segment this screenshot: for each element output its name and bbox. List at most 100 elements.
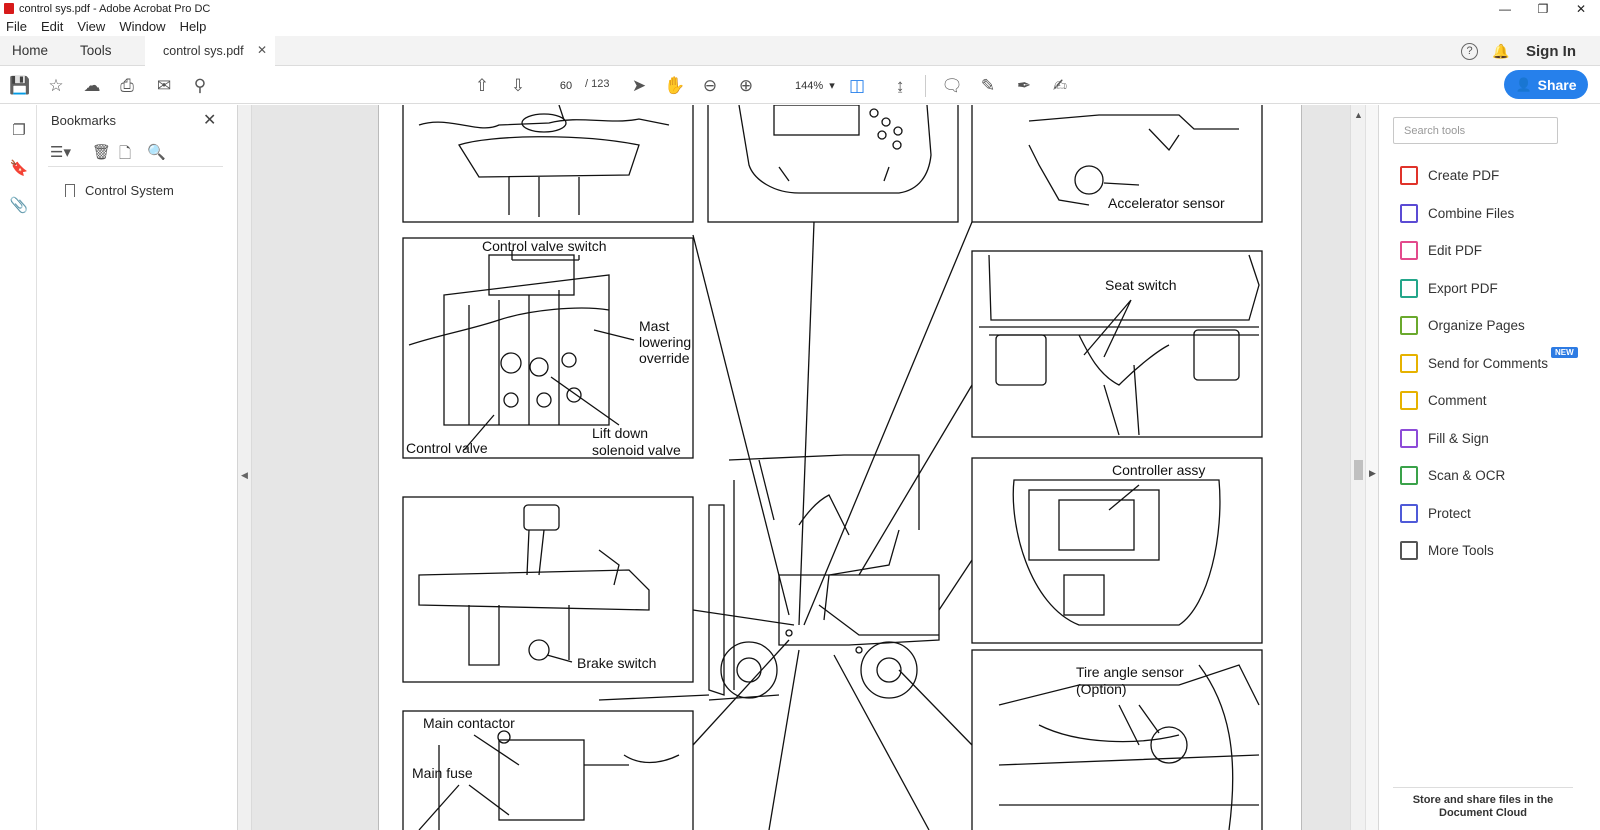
document-cloud-message: Store and share files in the Document Cl… (1393, 787, 1573, 820)
zoom-in-icon[interactable]: ⊕ (738, 76, 754, 95)
fit-page-icon[interactable]: ◫ (848, 76, 866, 95)
new-bookmark-icon[interactable]: 🗋 (119, 145, 132, 162)
save-icon[interactable]: 💾 (9, 76, 31, 95)
menu-view[interactable]: View (77, 19, 106, 34)
search-tools-input[interactable]: Search tools (1393, 117, 1558, 144)
bookmarks-icon[interactable]: 🔖 (9, 160, 29, 177)
label-main-contactor: Main contactor (423, 715, 515, 731)
tool-organize-pages[interactable]: Organize Pages (1400, 313, 1525, 337)
tool-label: Combine Files (1428, 205, 1515, 221)
bookmark-star-icon[interactable]: ☆ (48, 76, 64, 95)
find-icon[interactable]: ⚲ (193, 76, 207, 95)
tool-label: Send for Comments (1428, 355, 1549, 371)
label-seat-switch: Seat switch (1105, 277, 1177, 293)
close-tab-icon[interactable]: ✕ (256, 43, 267, 57)
collapse-tools-pane-handle[interactable]: ▶ (1365, 105, 1379, 830)
document-viewport[interactable]: Accelerator sensor Control valve switch … (252, 105, 1350, 830)
help-icon[interactable]: ? (1461, 42, 1478, 60)
label-lift-down-line2: solenoid valve (592, 442, 681, 458)
menu-edit[interactable]: Edit (40, 19, 64, 34)
fill-sign-tool-icon[interactable]: ✍ (1052, 76, 1068, 95)
tool-send-comments[interactable]: Send for Comments (1400, 351, 1548, 375)
upload-cloud-icon[interactable]: ☁ (83, 76, 101, 95)
toolbar-divider (925, 75, 926, 97)
more-tools-icon (1400, 540, 1418, 560)
accelerator-panel (971, 105, 1263, 223)
attachments-icon[interactable]: 📎 (9, 197, 29, 214)
select-cursor-icon[interactable]: ➤ (631, 76, 647, 95)
draw-sign-icon[interactable]: ✒ (1016, 76, 1032, 95)
tab-tools[interactable]: Tools (80, 43, 112, 58)
send-comments-icon (1400, 353, 1418, 373)
tool-label: Edit PDF (1428, 242, 1483, 258)
hand-tool-icon[interactable]: ✋ (664, 76, 686, 95)
tool-export-pdf[interactable]: Export PDF (1400, 276, 1498, 300)
edit-pdf-icon (1400, 240, 1418, 260)
delete-bookmark-icon[interactable]: 🗑 (92, 144, 112, 161)
sign-in-button[interactable]: Sign In (1526, 42, 1576, 60)
page-thumbnails-icon[interactable]: ❐ (12, 122, 26, 139)
highlight-pen-icon[interactable]: ✎ (980, 76, 996, 95)
pdf-page: Accelerator sensor Control valve switch … (378, 105, 1302, 830)
close-panel-icon[interactable]: ✕ (203, 112, 217, 129)
scroll-up-icon[interactable]: ▲ (1354, 110, 1363, 120)
combine-files-icon (1400, 203, 1418, 223)
bookmark-options-icon[interactable]: ☰▾ (50, 144, 71, 161)
zoom-level-value: 144% (795, 79, 824, 92)
menu-help[interactable]: Help (179, 19, 207, 34)
tab-document[interactable]: control sys.pdf ✕ (145, 36, 275, 66)
tool-create-pdf[interactable]: Create PDF (1400, 163, 1499, 187)
label-mast-lowering-line2: lowering (639, 334, 691, 350)
tool-comment[interactable]: Comment (1400, 388, 1487, 412)
label-control-valve: Control valve (406, 440, 488, 456)
find-bookmark-icon[interactable]: 🔍 (147, 144, 166, 161)
close-window-button[interactable]: ✕ (1575, 1, 1587, 16)
tool-scan-ocr[interactable]: Scan & OCR (1400, 463, 1505, 487)
person-add-icon: 👤 (1515, 76, 1532, 92)
control-valve-panel (402, 237, 694, 459)
left-navigation-rail: ❐ 🔖 📎 (0, 105, 37, 830)
menu-file[interactable]: File (6, 19, 27, 34)
previous-page-icon[interactable]: ⇧ (474, 76, 490, 95)
notification-bell-icon[interactable]: 🔔 (1492, 42, 1510, 59)
label-lift-down-line1: Lift down (592, 425, 648, 441)
page-number-input[interactable]: 60 (548, 76, 584, 95)
scan-ocr-icon (1400, 465, 1418, 485)
email-icon[interactable]: ✉ (156, 76, 172, 95)
tool-more-tools[interactable]: More Tools (1400, 538, 1494, 562)
display-panel (707, 105, 959, 223)
bookmark-icon (65, 184, 75, 197)
share-button[interactable]: 👤 Share (1504, 70, 1588, 99)
new-badge: NEW (1551, 347, 1578, 358)
tool-protect[interactable]: Protect (1400, 501, 1471, 525)
tab-home[interactable]: Home (12, 43, 49, 58)
tool-edit-pdf[interactable]: Edit PDF (1400, 238, 1482, 262)
forklift-control-system-diagram: Accelerator sensor Control valve switch … (402, 105, 1263, 830)
fill-sign-icon (1400, 428, 1418, 448)
print-icon[interactable]: ⎙ (120, 76, 134, 95)
tool-combine-files[interactable]: Combine Files (1400, 201, 1514, 225)
label-tire-angle-option: (Option) (1076, 681, 1127, 697)
tool-fill-sign[interactable]: Fill & Sign (1400, 426, 1489, 450)
label-mast-lowering-line3: override (639, 350, 690, 366)
next-page-icon[interactable]: ⇩ (510, 76, 526, 95)
tool-label: Organize Pages (1428, 317, 1525, 333)
bookmark-label: Control System (85, 183, 174, 198)
menu-window[interactable]: Window (119, 19, 166, 34)
bookmark-item-control-system[interactable]: Control System (65, 183, 174, 198)
restore-button[interactable]: ❐ (1537, 1, 1549, 16)
tool-label: Scan & OCR (1428, 467, 1506, 483)
scrollbar-thumb[interactable] (1354, 460, 1363, 480)
minimize-button[interactable]: — (1499, 1, 1511, 16)
tool-label: Fill & Sign (1428, 430, 1489, 446)
create-pdf-icon (1400, 165, 1418, 185)
vertical-scrollbar[interactable]: ▲ (1350, 105, 1365, 830)
comment-tool-icon[interactable]: 🗨 (941, 76, 963, 95)
zoom-level-select[interactable]: 144% ▾ (795, 79, 835, 93)
tool-label: Create PDF (1428, 167, 1500, 183)
collapse-left-panel-handle[interactable]: ◀ (238, 105, 252, 830)
zoom-out-icon[interactable]: ⊖ (702, 76, 718, 95)
label-accelerator-sensor: Accelerator sensor (1108, 195, 1225, 211)
scroll-mode-icon[interactable]: ↨ (895, 76, 905, 95)
